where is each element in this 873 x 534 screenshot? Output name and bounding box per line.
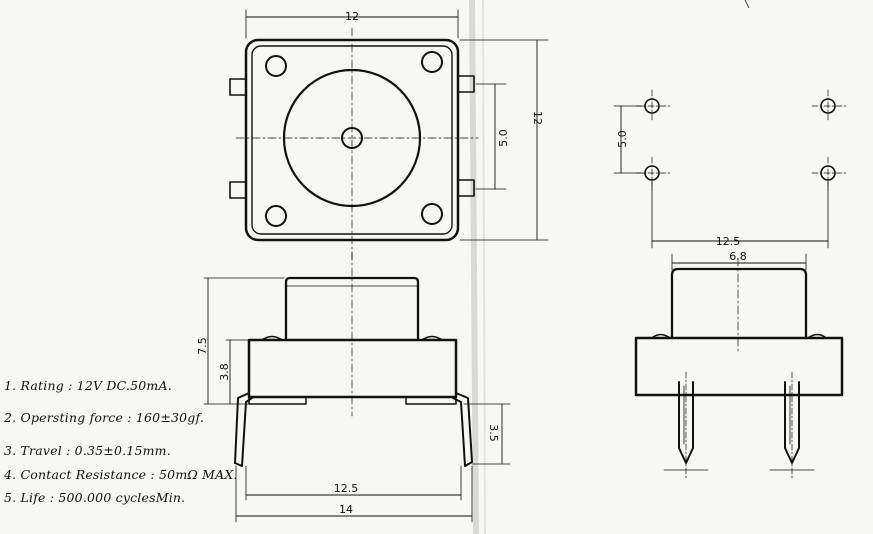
spec-note-operating-force: 2. Opersting force : 160±30gf. (4, 410, 205, 425)
pin-tab (229, 181, 247, 199)
corner-hole (421, 51, 443, 73)
end-view (634, 253, 844, 481)
pin-tab (229, 78, 247, 96)
body-side (247, 338, 458, 399)
lead-end-right (784, 381, 800, 464)
lead-end-left (678, 381, 694, 464)
paper-fold (482, 0, 486, 534)
lead-left (234, 392, 253, 467)
dim-label-footprint-pitch-y: 5.0 (616, 130, 629, 148)
actuator-end (670, 267, 808, 340)
spec-note-contact-resistance: 4. Contact Resistance : 50mΩ MAX. (4, 467, 238, 482)
corner-hole (265, 55, 287, 77)
actuator-side (284, 276, 420, 342)
paper-fold (469, 0, 479, 534)
dim-label-footprint-pitch-x: 12.5 (716, 235, 741, 248)
dim-label-top-width: 12 (345, 10, 359, 23)
top-view (229, 9, 549, 263)
dim-label-body-height: 3.8 (218, 363, 231, 381)
dim-label-total-height: 7.5 (196, 337, 209, 355)
lead-right (452, 392, 473, 467)
dim-label-top-pitch: 5.0 (497, 129, 510, 147)
pin-tab (457, 75, 475, 93)
corner-hole (421, 203, 443, 225)
pin-tab (457, 179, 475, 197)
dim-label-span-inner: 12.5 (334, 482, 359, 495)
side-view (203, 251, 511, 523)
dim-label-lead: 3.5 (487, 424, 500, 442)
spec-note-rating: 1. Rating : 12V DC.50mA. (4, 378, 172, 393)
spec-note-life: 5. Life : 500.000 cyclesMin. (4, 490, 186, 505)
spec-note-travel: 3. Travel : 0.35±0.15mm. (4, 443, 171, 458)
paper-mark (744, 0, 750, 9)
corner-hole (265, 205, 287, 227)
footprint-view (613, 89, 849, 249)
body-end (634, 336, 844, 397)
dim-label-top-height: 12 (531, 111, 544, 125)
dim-label-actuator-width: 6.8 (729, 250, 747, 263)
dim-label-span-outer: 14 (339, 503, 353, 516)
